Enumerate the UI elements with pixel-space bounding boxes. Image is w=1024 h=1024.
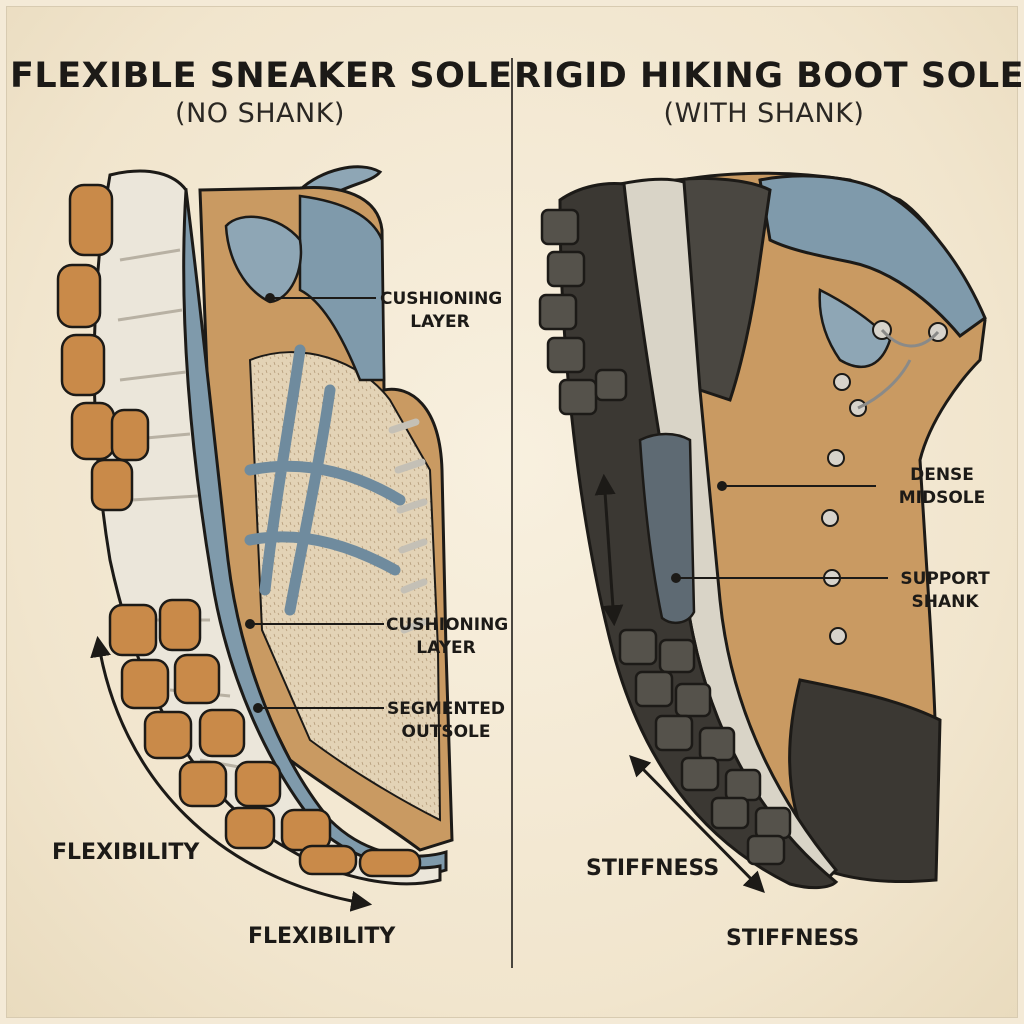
flexibility-label-side: FLEXIBILITY [52, 840, 200, 865]
callout-dense-midsole: DENSE MIDSOLE [898, 465, 986, 508]
right-subtitle: (WITH SHANK) [663, 98, 865, 129]
panel-divider [511, 58, 513, 968]
sneaker-illustration [56, 165, 454, 912]
boot-illustration [538, 171, 987, 893]
left-title: FLEXIBLE SNEAKER SOLE [10, 56, 513, 96]
callout-segmented-outsole: SEGMENTED OUTSOLE [387, 699, 505, 742]
callout-cushioning-middle: CUSHIONING LAYER [386, 615, 509, 658]
stiffness-label-bottom: STIFFNESS [726, 926, 860, 951]
callout-support-shank: SUPPORT SHANK [900, 569, 990, 612]
left-subtitle: (NO SHANK) [175, 98, 345, 129]
right-title: RIGID HIKING BOOT SOLE [514, 56, 1024, 96]
flexibility-label-bottom: FLEXIBILITY [248, 924, 396, 949]
stiffness-label-side: STIFFNESS [586, 856, 720, 881]
callout-cushioning-upper: CUSHIONING LAYER [380, 289, 503, 332]
